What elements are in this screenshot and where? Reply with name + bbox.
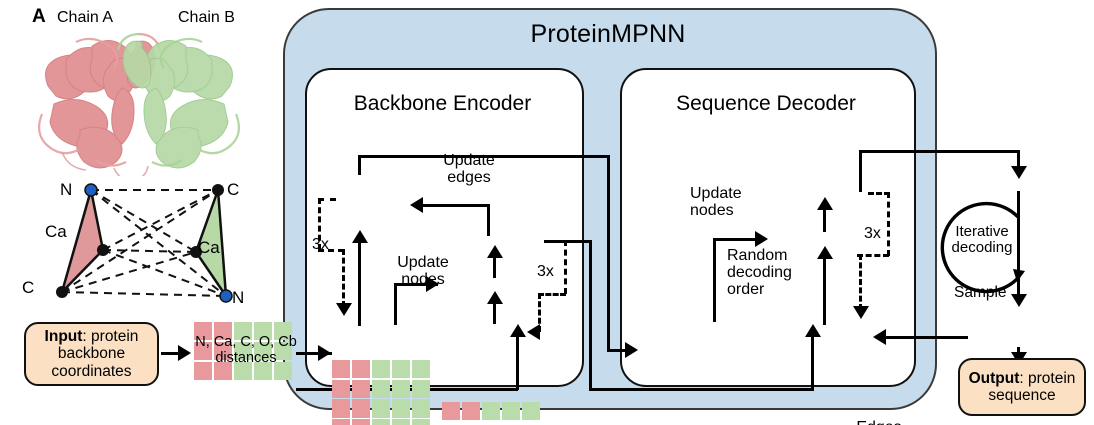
atom-label-c-right: C <box>227 180 240 199</box>
chain-a-label: Chain A <box>57 9 114 26</box>
connector-edges-up <box>358 240 361 326</box>
arrowhead-input-to-features <box>178 345 191 361</box>
output-box-bold: Output <box>968 369 1020 387</box>
arrowhead-probabilities-to-sequence <box>1011 294 1027 307</box>
dashed-nodes-loop-bottom <box>538 293 566 296</box>
connector-update-edges-riser <box>487 204 490 236</box>
dashed-nodes-loop-right <box>564 240 567 294</box>
connector-encoder-nodes-riser <box>811 334 814 390</box>
dashed-decoder-loop-bottom <box>857 254 889 257</box>
sample-label: Sample <box>954 284 1007 301</box>
input-box-bold: Input <box>44 327 83 345</box>
protein-structure-cartoon <box>37 32 241 176</box>
connector-decoder-nodes-mid-to-top <box>823 206 826 232</box>
dashed-edges-loop-left <box>318 198 321 250</box>
arrowhead-encoder-nodes-to-decoder-nodes <box>805 324 821 337</box>
atom-label-n-left: N <box>60 180 73 199</box>
random-decoding-order-text: Random decoding order <box>727 247 792 298</box>
chain-b-label: Chain B <box>178 9 235 26</box>
arrowhead-to-probabilities <box>1011 166 1027 179</box>
dashed-edges-loop-down <box>342 249 345 307</box>
connector-to-decoder-edges <box>607 349 635 352</box>
arrowhead-nodes-loop <box>527 324 540 340</box>
connector-update-edges <box>421 204 490 207</box>
connector-features-to-encoder-edges <box>296 352 332 355</box>
connector-decoder-out-across <box>859 150 1020 153</box>
iterative-decoding-label: Iterative decoding <box>951 223 1013 257</box>
atom-label-ca-right: Ca <box>198 238 220 257</box>
arrowhead-decoder-loop <box>853 306 869 319</box>
output-box: Output: protein sequence <box>958 358 1086 416</box>
dashed-edges-loop-top <box>318 198 336 201</box>
connector-decoder-update-nodes <box>713 238 765 241</box>
encoder-nodes-row-top <box>442 402 1094 420</box>
arrowhead-decoder-nodes-bottom-to-mid <box>817 246 833 259</box>
connector-update-nodes-riser <box>394 283 397 325</box>
dashed-edges-loop-bottom <box>318 249 344 252</box>
atom-label-ca-left: Ca <box>45 222 67 241</box>
atom-label-n-right: N <box>232 288 245 307</box>
arrowhead-zeros-to-encoder-nodes <box>510 324 526 337</box>
panel-label-a: A <box>32 6 46 27</box>
encoder-nodes-repeat-label: 3x <box>537 263 554 280</box>
arrowhead-update-nodes <box>426 276 439 292</box>
connector-encoder-nodes-across <box>589 388 814 391</box>
input-box: Input: protein backbone coordinates <box>24 322 159 386</box>
input-box-rest: : protein backbone coordinates <box>51 327 139 380</box>
connector-decoder-nodes-bottom-to-mid <box>823 255 826 325</box>
connector-decoder-out-riser <box>859 150 862 192</box>
update-nodes-text: Update nodes <box>397 254 449 288</box>
backbone-encoder-title: Backbone Encoder <box>353 92 532 115</box>
connector-encoder-nodes-drop <box>589 240 592 390</box>
arrowhead-sequence-feedback <box>873 329 886 345</box>
dashed-decoder-loop-top <box>868 192 890 195</box>
arrowhead-to-decoder-edges <box>625 342 638 358</box>
connector-update-nodes <box>394 283 438 286</box>
arrowhead-update-edges <box>410 197 423 213</box>
atom-label-c-left: C <box>22 278 35 297</box>
connector-encoder-edges-out-top <box>358 155 610 158</box>
arrowhead-edges-up <box>352 230 368 243</box>
connector-decoder-update-nodes-riser <box>713 238 716 322</box>
dashed-nodes-loop-drop <box>538 293 541 332</box>
connector-zeros-vertical <box>516 334 519 390</box>
decoder-update-nodes-text: Update nodes <box>690 185 742 219</box>
connector-encoder-edges-out-riser <box>358 155 361 175</box>
arrowhead-nodes-bottom-to-mid <box>487 291 503 304</box>
backbone-geometry-diagram <box>56 183 233 303</box>
decoder-repeat-label: 3x <box>864 225 881 242</box>
connector-nodes-top-out <box>544 240 566 243</box>
connector-nodes-mid-to-top <box>493 254 496 278</box>
connector-input-to-features <box>161 352 181 355</box>
connector-to-decoder-edges-drop <box>607 155 610 351</box>
dashed-decoder-loop-drop <box>859 254 862 310</box>
sequence-decoder-title: Sequence Decoder <box>676 92 856 115</box>
output-box-rest: : protein sequence <box>988 369 1076 404</box>
arrowhead-features-to-encoder-edges <box>318 345 331 361</box>
arrowhead-decoder-update-nodes <box>755 231 768 247</box>
proteinmpnn-title: ProteinMPNN <box>530 20 686 48</box>
connector-sequence-feedback <box>883 336 968 339</box>
connector-nodes-bottom-to-mid <box>493 300 496 324</box>
encoder-edges-matrix-updated <box>332 360 1094 418</box>
arrowhead-edges-loop <box>336 303 352 316</box>
arrowhead-nodes-mid-to-top <box>487 245 503 258</box>
connector-encoder-nodes-out <box>566 240 592 243</box>
dashed-decoder-loop-right <box>887 192 890 256</box>
arrowhead-decoder-nodes-mid-to-top <box>817 197 833 210</box>
connector-probabilities-to-sequence <box>1017 191 1020 299</box>
encoder-edges-repeat-label: 3x <box>312 236 329 253</box>
connector-to-probabilities <box>1017 150 1020 172</box>
update-edges-text: Update edges <box>443 152 495 186</box>
sequence-decoder-panel <box>620 68 916 387</box>
